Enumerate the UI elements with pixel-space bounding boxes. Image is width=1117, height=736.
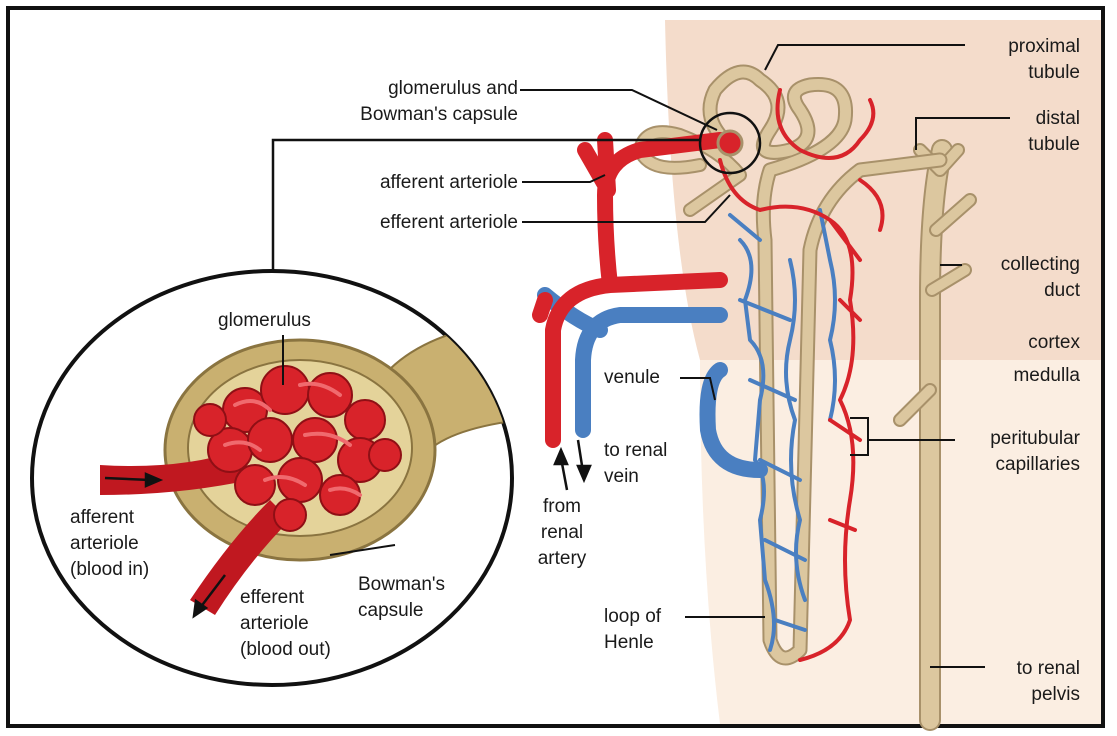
glomerulus-small — [718, 131, 742, 155]
label-inset-glomerulus: glomerulus — [218, 308, 311, 334]
flow-arrows — [555, 440, 590, 490]
label-efferent-arteriole: efferent arteriole — [300, 210, 518, 236]
label-venule: venule — [604, 365, 660, 391]
label-afferent-arteriole: afferent arteriole — [300, 170, 518, 196]
label-medulla: medulla — [960, 363, 1080, 389]
label-cortex: cortex — [960, 330, 1080, 356]
